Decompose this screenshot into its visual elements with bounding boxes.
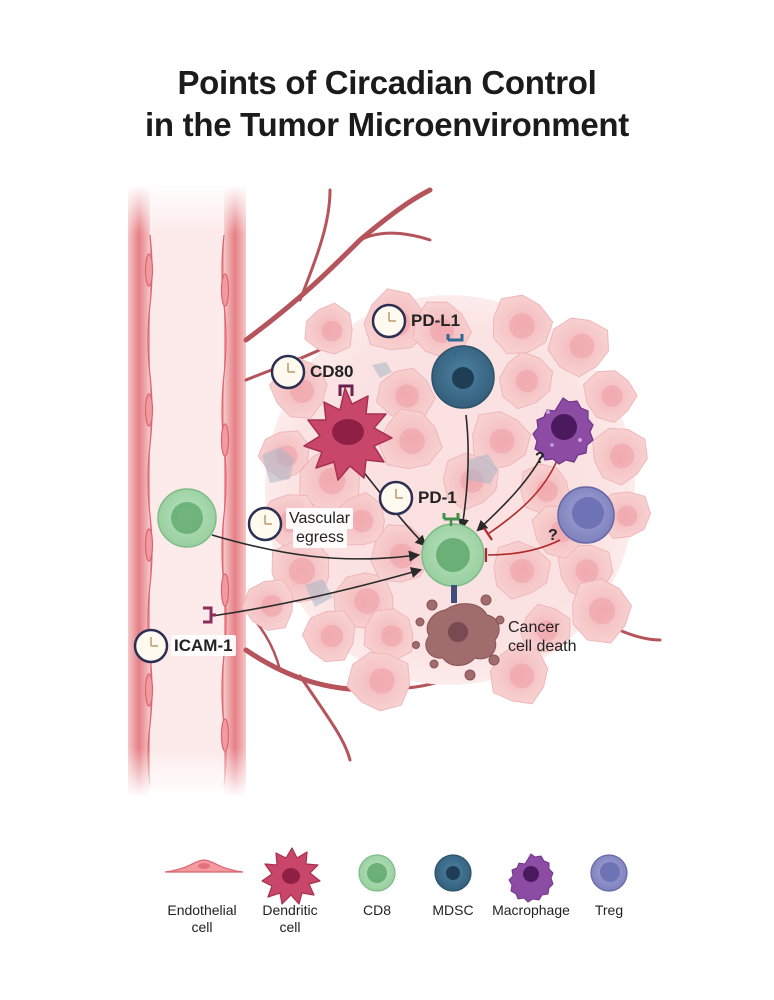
tumor-cell-nucleus bbox=[588, 597, 616, 625]
legend-endothelial-line-2: cell bbox=[191, 919, 213, 935]
figure-title: Points of Circadian Control in the Tumor… bbox=[0, 62, 774, 146]
figure-title-line-1: Points of Circadian Control bbox=[177, 64, 597, 101]
tumor-cell-nucleus bbox=[536, 480, 558, 502]
tumor-cell-nucleus bbox=[369, 668, 395, 694]
legend-treg-label: Treg bbox=[594, 902, 624, 918]
tumor-cell-nucleus bbox=[509, 313, 535, 339]
macrophage-cell-icon bbox=[508, 853, 554, 903]
mdsc-cell-icon bbox=[434, 854, 472, 892]
macrophage-inhibitory-arrow bbox=[487, 457, 559, 535]
legend-dendritic-line-1: Dendritic bbox=[262, 902, 318, 918]
tumor-cell-nucleus bbox=[288, 557, 316, 585]
cd8-cell-in-vessel bbox=[157, 488, 217, 548]
legend bbox=[164, 847, 628, 905]
figure-title-line-2: in the Tumor Microenvironment bbox=[145, 106, 629, 143]
tumor-cell-nucleus bbox=[569, 333, 595, 359]
tumor-cell-nucleus bbox=[395, 384, 419, 408]
cancer-death-label-line-2: cell death bbox=[508, 638, 577, 655]
dendritic-cell bbox=[303, 384, 393, 481]
pdl1-label: PD-L1 bbox=[411, 311, 461, 330]
tumor-cell-nucleus bbox=[354, 588, 380, 614]
mdsc-arrow bbox=[457, 414, 469, 531]
legend-macrophage-label: Macrophage bbox=[492, 902, 570, 918]
legend-endothelial-label: Endothelial cell bbox=[147, 902, 257, 936]
tumor-cell-nucleus bbox=[321, 320, 343, 342]
vascular-egress-clock-icon bbox=[247, 506, 283, 542]
dying-cancer-cell bbox=[412, 594, 505, 681]
dendritic-cell-icon bbox=[261, 847, 321, 905]
tumor-cell-nucleus bbox=[350, 509, 374, 533]
legend-endothelial-line-1: Endothelial bbox=[167, 902, 237, 918]
interaction-arrows bbox=[211, 414, 561, 617]
treg-cell bbox=[557, 486, 615, 544]
circadian-clocks bbox=[133, 303, 414, 664]
vascular-egress-label-line-1: Vascular bbox=[286, 508, 354, 529]
cancer-death-label-line-1: Cancer bbox=[508, 619, 560, 636]
tumor-cell-nucleus bbox=[536, 620, 558, 642]
pdl1-clock-icon bbox=[371, 303, 407, 339]
tumor-cell-nucleus bbox=[575, 559, 599, 583]
legend-dendritic-label: Dendritic cell bbox=[235, 902, 345, 936]
macrophage-arrow bbox=[476, 449, 546, 532]
tumor-cell-nucleus bbox=[381, 625, 403, 647]
cd8-cell-center bbox=[421, 513, 485, 603]
macrophage-question-mark: ? bbox=[535, 450, 545, 467]
treg-cell-icon bbox=[590, 854, 628, 892]
cd80-label: CD80 bbox=[310, 362, 354, 381]
treg-question-mark: ? bbox=[548, 527, 558, 544]
icam1-clock-icon bbox=[133, 628, 169, 664]
tumor-cell-nucleus bbox=[509, 663, 535, 689]
tumor-cell-nucleus bbox=[399, 428, 425, 454]
vascular-egress-label-line-2: egress bbox=[293, 527, 348, 548]
endothelial-cell-icon bbox=[164, 859, 244, 873]
legend-mdsc-label: MDSC bbox=[432, 902, 474, 918]
pd1-label: PD-1 bbox=[418, 488, 457, 507]
tumor-cell-nucleus bbox=[320, 624, 344, 648]
icam1-label: ICAM-1 bbox=[171, 635, 236, 656]
macrophage-cell bbox=[532, 397, 594, 465]
pd1-clock-icon bbox=[378, 480, 414, 516]
treg-inhibitory-arrow bbox=[487, 539, 561, 556]
tumor-cell-nucleus bbox=[510, 559, 534, 583]
tumor-cell-nucleus bbox=[515, 369, 539, 393]
icam1-ligand bbox=[203, 606, 216, 624]
icam1-arrow bbox=[211, 567, 423, 617]
tumor-cell-nucleus bbox=[610, 444, 634, 468]
tumor-cell-nucleus bbox=[489, 428, 515, 454]
cd80-clock-icon bbox=[270, 354, 306, 390]
vascular-egress-arrow bbox=[211, 534, 421, 562]
legend-cd8-label: CD8 bbox=[362, 902, 391, 918]
mdsc-cell bbox=[431, 334, 495, 409]
cd8-cell-icon bbox=[358, 854, 396, 892]
tumor-cell-nucleus bbox=[601, 385, 623, 407]
legend-dendritic-line-2: cell bbox=[279, 919, 301, 935]
stroma-patches bbox=[262, 362, 498, 607]
blood-vessel bbox=[128, 185, 246, 797]
tumor-cell-nucleus bbox=[616, 505, 638, 527]
